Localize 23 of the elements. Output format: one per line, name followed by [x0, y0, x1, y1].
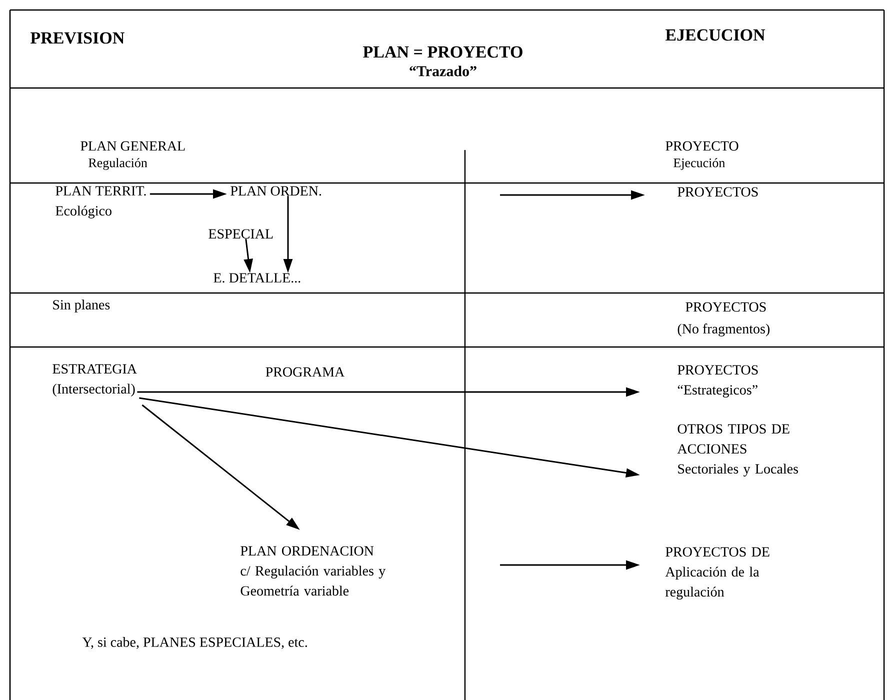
- column-heading: “Trazado”: [410, 66, 476, 76]
- node-text: PROYECTOS “Estrategicos”: [678, 365, 758, 398]
- node-text: OTROS TIPOS DE ACCIONES Sectoriales y Locales: [677, 424, 798, 476]
- row-text: Y, si cabe, PLANES ESPECIALES, etc.: [82, 637, 307, 649]
- row-text: PLAN GENERAL: [80, 141, 185, 151]
- node-text: E. DETALLE...: [214, 273, 300, 283]
- node-text: PLAN ORDEN.: [230, 186, 322, 196]
- row-text: Sin planes: [53, 300, 110, 312]
- edge-label: PROGRAMA: [266, 367, 345, 377]
- node-text: PLAN ORDENACION c/ Regulación variables y Geometría variable: [240, 546, 386, 596]
- node-text: PROYECTOS: [678, 187, 758, 197]
- node-text: ESPECIAL: [208, 229, 273, 239]
- row-text: PROYECTOS: [686, 302, 766, 312]
- column-heading: PLAN = PROYECTO: [363, 46, 522, 58]
- node-text: PLAN TERRIT. Ecológico: [56, 186, 146, 218]
- row-text: (No fragmentos): [678, 324, 770, 336]
- node-text: PROYECTOS DE Aplicación de la regulación: [665, 547, 770, 600]
- row-text: PROYECTO: [666, 141, 738, 151]
- row-text: Ejecución: [674, 158, 725, 170]
- column-heading: EJECUCION: [666, 29, 766, 41]
- column-heading: PREVISION: [30, 32, 124, 44]
- node-text: ESTRATEGIA (Intersectorial): [52, 364, 137, 396]
- row-text: Regulación: [88, 158, 148, 170]
